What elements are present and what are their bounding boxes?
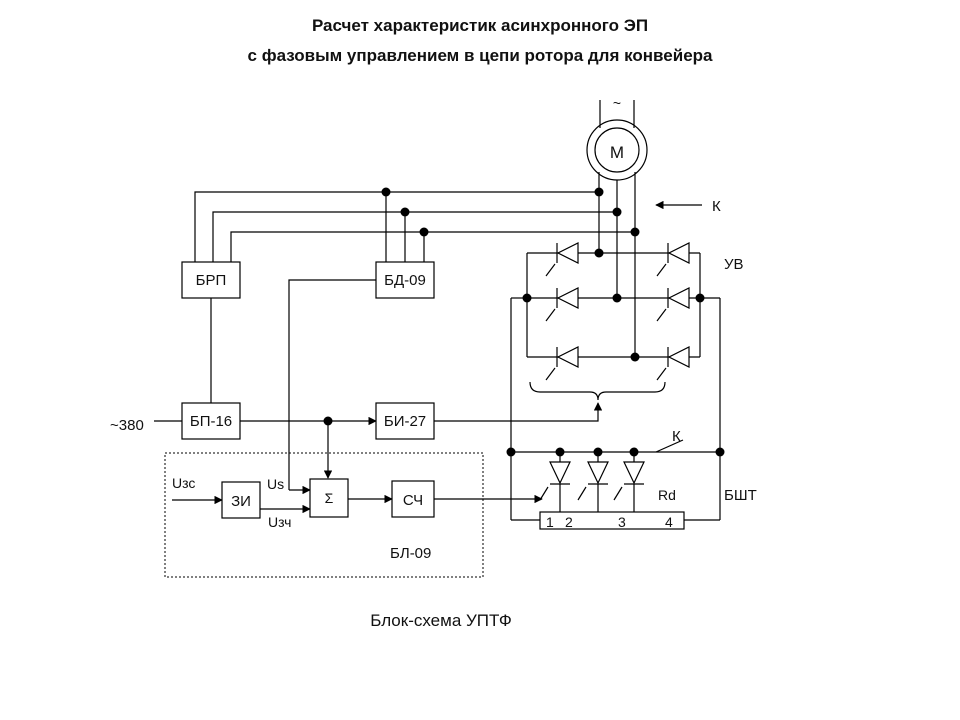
terminal-3: 3 <box>618 514 626 530</box>
supply-label: ~380 <box>110 417 144 434</box>
rectifier-uv: УВ <box>522 242 744 401</box>
svg-text:БП-16: БП-16 <box>190 413 232 430</box>
bsht-label: БШТ <box>724 487 757 504</box>
terminal-4: 4 <box>665 514 673 530</box>
u-zs-label: Uзс <box>172 475 195 491</box>
block-bp16: БП-16 <box>181 402 241 440</box>
title-line-1: Расчет характеристик асинхронного ЭП <box>311 16 649 35</box>
uv-label: УВ <box>724 256 744 273</box>
svg-text:Σ: Σ <box>325 490 334 506</box>
svg-text:БД-09: БД-09 <box>384 272 426 289</box>
bsht-module: К Rd БШТ 1 2 3 4 <box>506 428 757 530</box>
motor: ~ М <box>586 95 648 181</box>
block-zi: ЗИ <box>221 481 261 519</box>
svg-text:ЗИ: ЗИ <box>231 493 251 510</box>
block-bi27: БИ-27 <box>375 402 435 440</box>
ac-symbol: ~ <box>613 95 621 111</box>
block-brp: БРП <box>181 261 241 299</box>
bl09-frame <box>164 452 484 578</box>
u-s-label: Us <box>267 476 284 492</box>
k-top-label: К <box>712 198 721 215</box>
svg-text:СЧ: СЧ <box>403 492 423 509</box>
k-switch-label: К <box>672 428 681 445</box>
terminal-2: 2 <box>565 514 573 530</box>
terminal-1: 1 <box>546 514 554 530</box>
u-zch-label: Uзч <box>268 514 291 530</box>
svg-text:БИ-27: БИ-27 <box>384 413 426 430</box>
block-bd09: БД-09 <box>375 261 435 299</box>
block-sch: СЧ <box>391 480 435 518</box>
motor-label: М <box>610 143 624 162</box>
title-line-2: с фазовым управлением в цепи ротора для … <box>247 46 713 65</box>
switch-k <box>655 439 684 453</box>
bl09-label: БЛ-09 <box>390 545 431 562</box>
rd-label: Rd <box>658 487 676 503</box>
rd-resistor <box>539 511 685 530</box>
svg-text:БРП: БРП <box>196 272 227 289</box>
block-sum: Σ <box>309 478 349 518</box>
caption: Блок-схема УПТФ <box>370 611 512 630</box>
